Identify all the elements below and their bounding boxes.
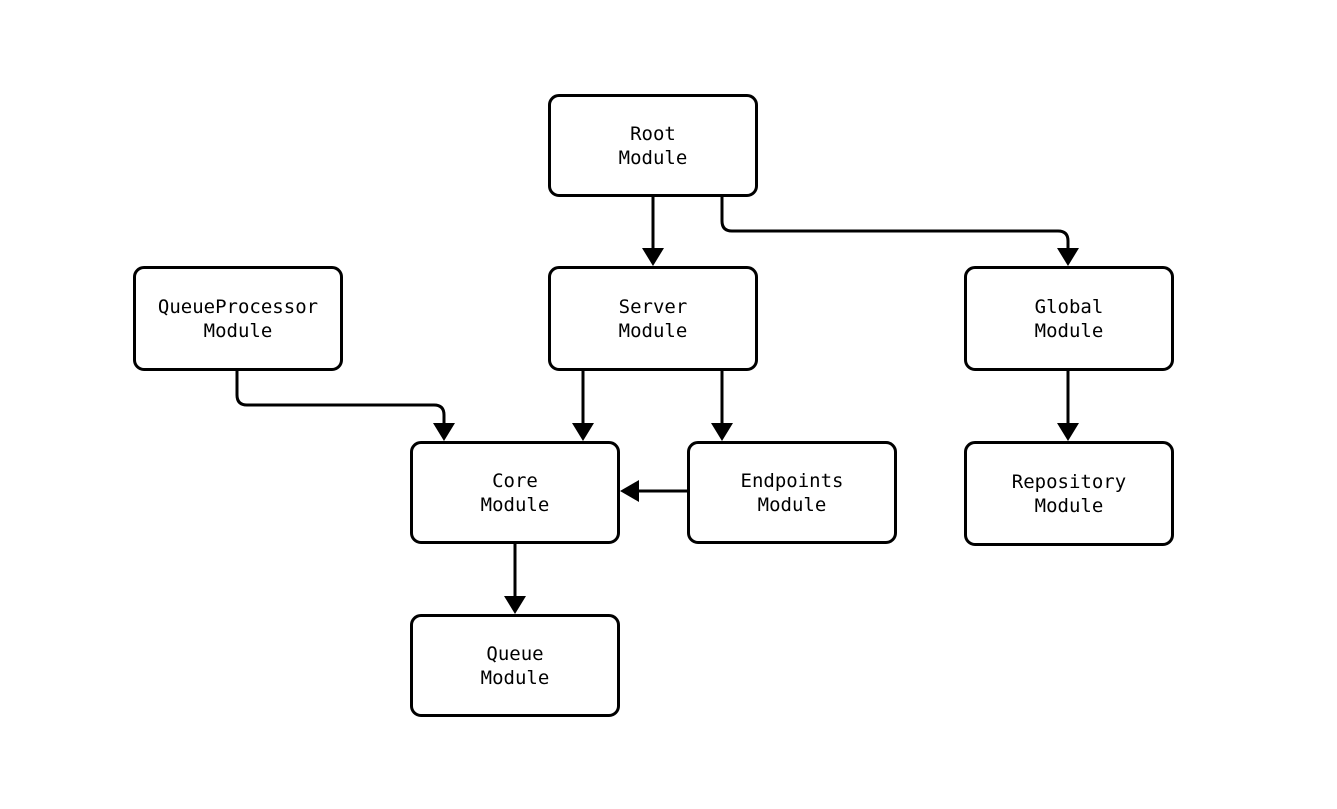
- node-root-module[interactable]: Root Module: [548, 94, 758, 197]
- node-repository-module-line2: Module: [1034, 494, 1104, 517]
- node-core-module-line1: Core: [492, 469, 538, 492]
- node-root-module-line1: Root: [630, 122, 676, 145]
- node-global-module-line2: Module: [1034, 319, 1104, 342]
- node-endpoints-module-line2: Module: [757, 493, 827, 516]
- node-global-module-line1: Global: [1034, 295, 1104, 318]
- edge-queueprocessor-to-core: [235, 371, 455, 441]
- node-repository-module-line1: Repository: [1011, 470, 1127, 493]
- node-endpoints-module-line1: Endpoints: [740, 469, 844, 492]
- node-queueprocessor-module-line1: QueueProcessor: [157, 295, 319, 318]
- edge-endpoints-to-core: [620, 480, 687, 502]
- edge-root-to-global: [720, 197, 1079, 266]
- edge-core-to-queue: [504, 544, 526, 614]
- node-queue-module-line1: Queue: [486, 642, 544, 665]
- node-root-module-line2: Module: [618, 146, 688, 169]
- node-core-module[interactable]: Core Module: [410, 441, 620, 544]
- edge-server-to-core: [572, 371, 594, 441]
- edge-root-to-server: [642, 197, 664, 266]
- node-endpoints-module[interactable]: Endpoints Module: [687, 441, 897, 544]
- edge-global-to-repository: [1057, 371, 1079, 441]
- node-global-module[interactable]: Global Module: [964, 266, 1174, 371]
- node-queue-module[interactable]: Queue Module: [410, 614, 620, 717]
- node-queueprocessor-module[interactable]: QueueProcessor Module: [133, 266, 343, 371]
- node-server-module-line1: Server: [618, 295, 688, 318]
- node-server-module[interactable]: Server Module: [548, 266, 758, 371]
- node-queue-module-line2: Module: [480, 666, 550, 689]
- edge-server-to-endpoints: [711, 371, 733, 441]
- node-core-module-line2: Module: [480, 493, 550, 516]
- node-server-module-line2: Module: [618, 319, 688, 342]
- node-queueprocessor-module-line2: Module: [203, 319, 273, 342]
- node-repository-module[interactable]: Repository Module: [964, 441, 1174, 546]
